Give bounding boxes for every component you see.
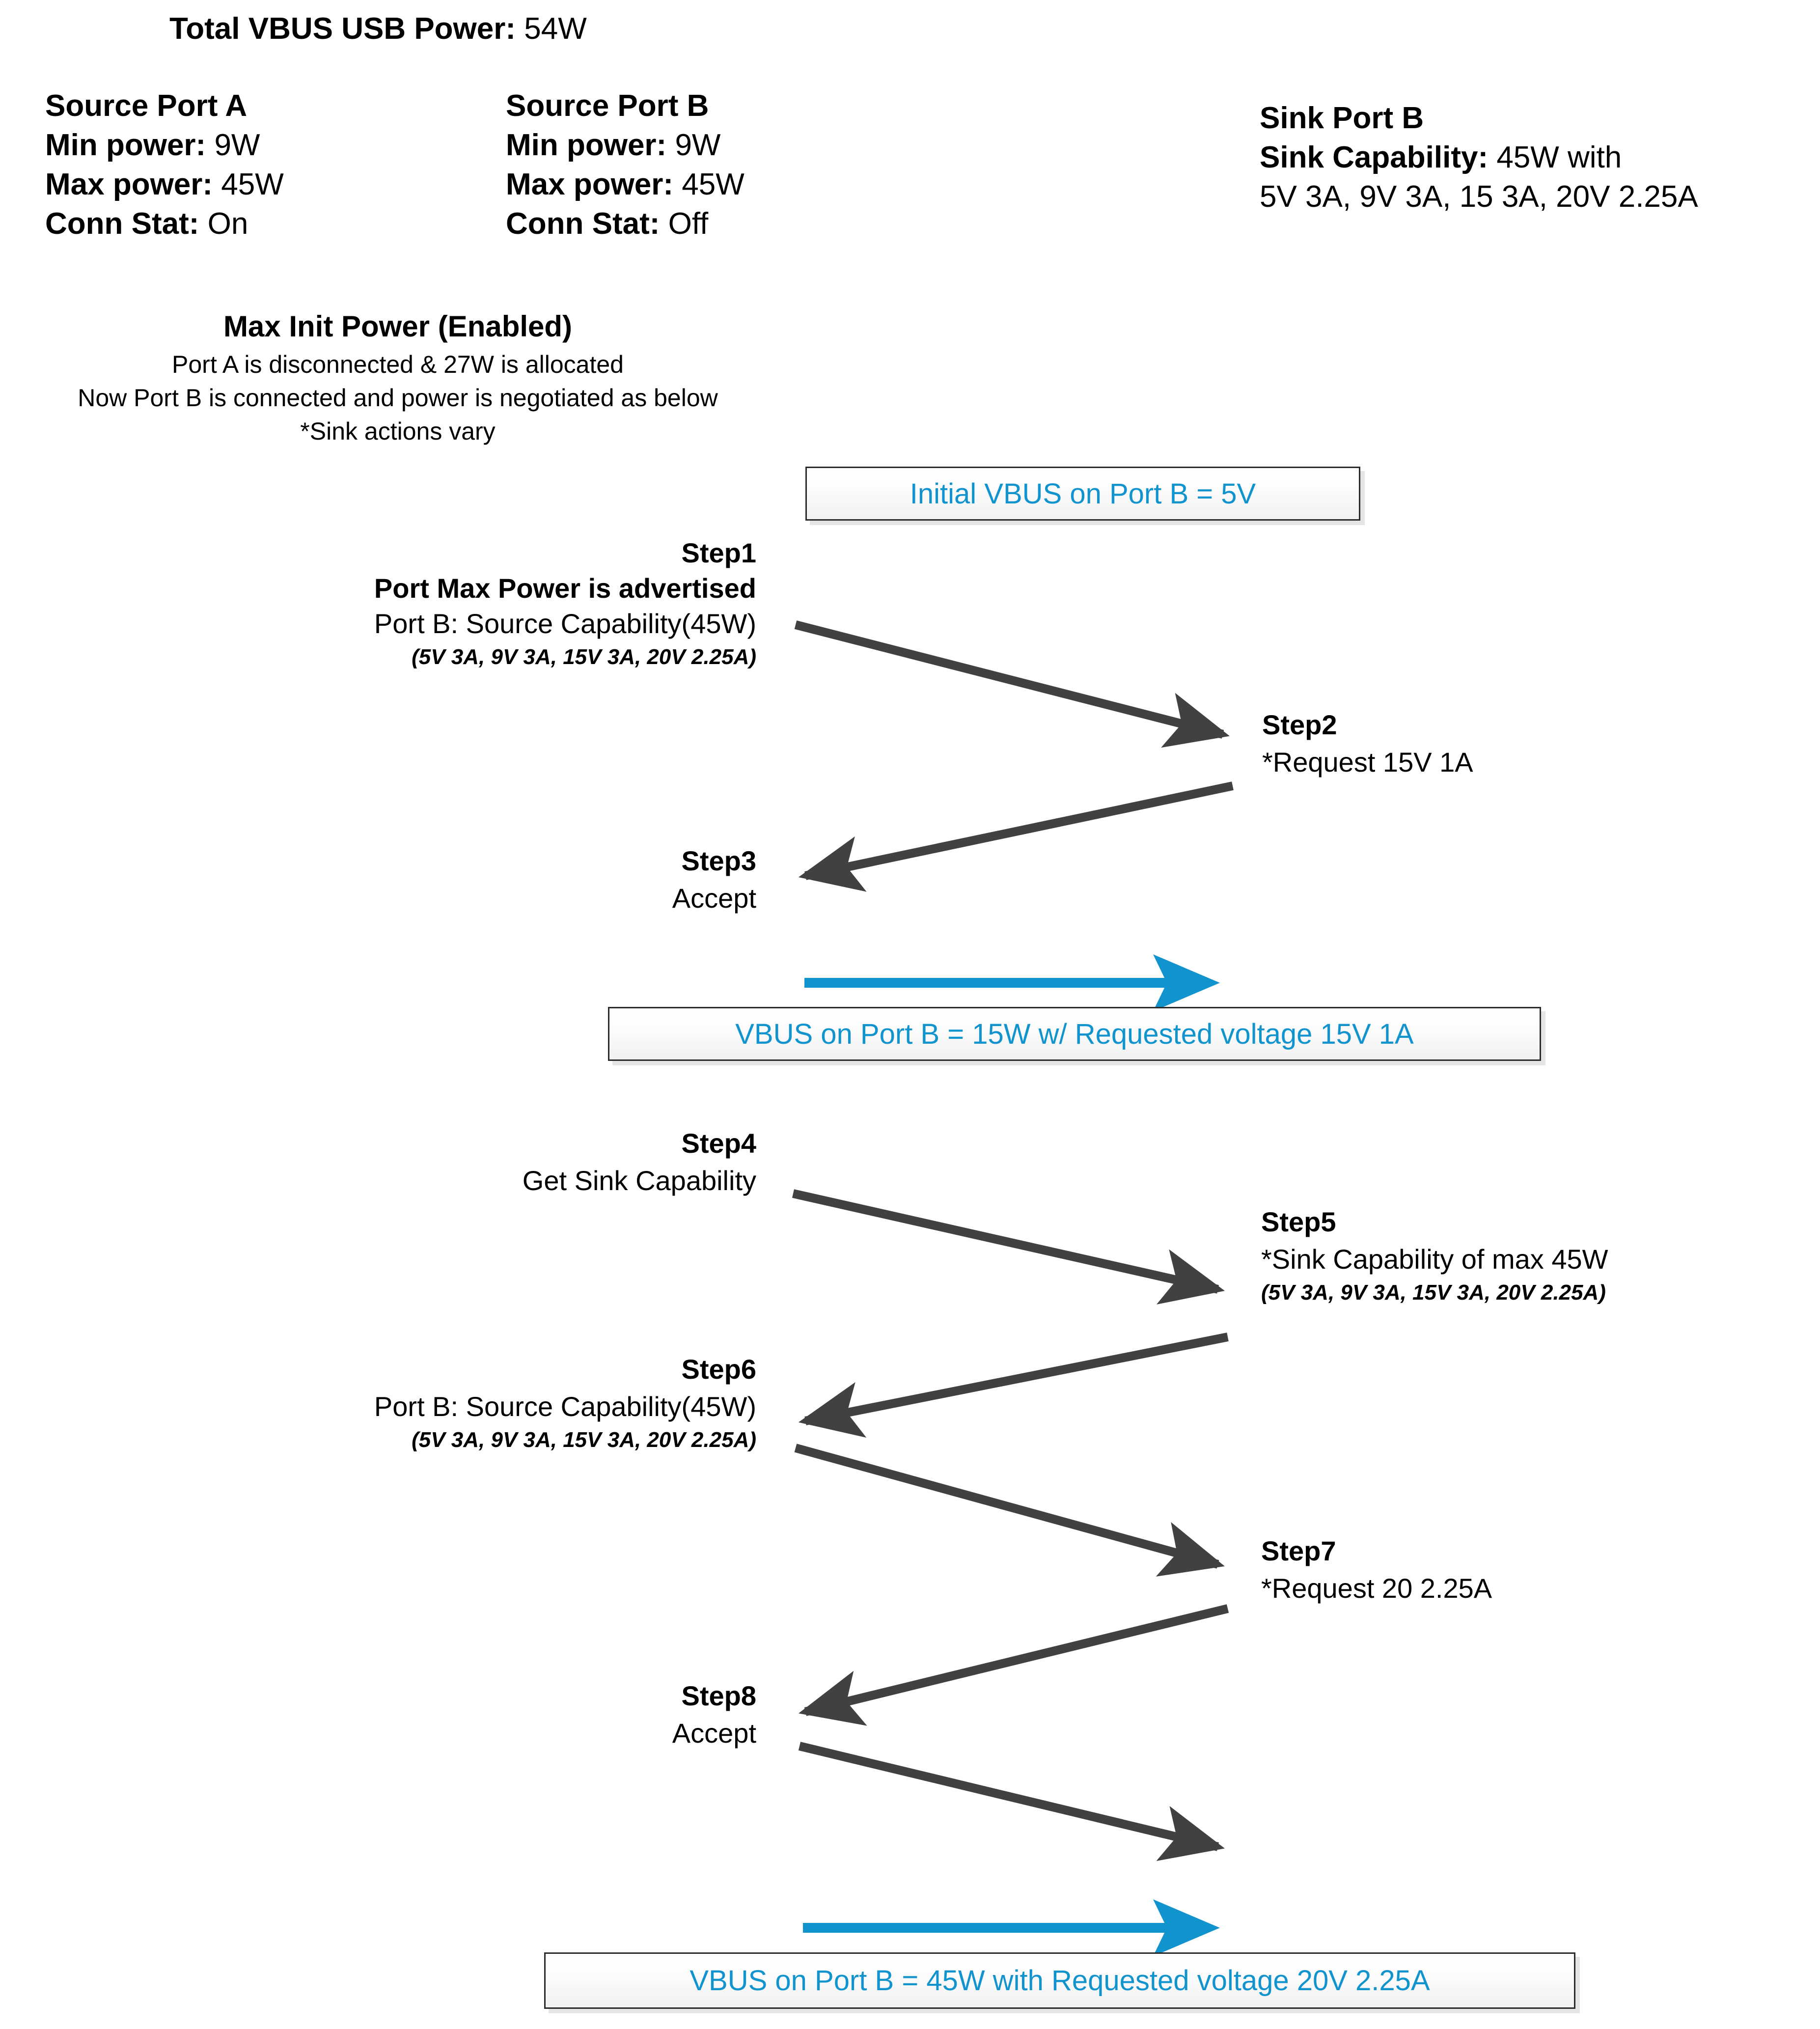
callout-vbus-15w-text: VBUS on Port B = 15W w/ Requested voltag…	[735, 1018, 1414, 1050]
step8-line-1: Accept	[672, 1718, 756, 1749]
step2-number: Step2	[1262, 709, 1337, 740]
callout-vbus-45w-text: VBUS on Port B = 45W with Requested volt…	[689, 1965, 1430, 1997]
source-port-b-min-value: 9W	[675, 128, 721, 162]
source-port-b-conn-value: Off	[668, 207, 709, 241]
step3-number: Step3	[681, 845, 757, 876]
source-port-a-max-value: 45W	[221, 167, 284, 201]
source-port-a-conn-label: Conn Stat:	[45, 207, 199, 241]
step5-line-2: (5V 3A, 9V 3A, 15V 3A, 20V 2.25A)	[1261, 1280, 1606, 1305]
max-init-power-line1: Port A is disconnected & 27W is allocate…	[172, 351, 624, 378]
source-port-a-block: Source Port A Min power: 9W Max power: 4…	[45, 91, 284, 239]
arrow-step4-to-step5	[792, 1189, 1225, 1305]
arrow-step2-to-step3	[798, 781, 1234, 892]
arrow-step5-to-step6	[798, 1333, 1229, 1438]
step1-line-3: (5V 3A, 9V 3A, 15V 3A, 20V 2.25A)	[412, 645, 756, 669]
step7-number: Step7	[1261, 1535, 1336, 1566]
total-power-heading: Total VBUS USB Power: 54W	[169, 14, 587, 44]
max-init-power-block: Max Init Power (Enabled) Port A is disco…	[0, 309, 796, 445]
callout-vbus-15w: VBUS on Port B = 15W w/ Requested voltag…	[608, 1007, 1541, 1061]
step8-block: Step8 Accept	[147, 1682, 756, 1747]
step2-block: Step2 *Request 15V 1A	[1262, 711, 1802, 776]
step6-number: Step6	[681, 1354, 757, 1385]
step1-number: Step1	[681, 537, 757, 568]
step6-line-1: Port B: Source Capability(45W)	[374, 1391, 756, 1422]
source-port-b-min-label: Min power:	[506, 128, 667, 162]
sink-port-b-capability-label: Sink Capability:	[1260, 140, 1489, 174]
step7-line-1: *Request 20 2.25A	[1261, 1573, 1492, 1604]
step5-block: Step5 *Sink Capability of max 45W (5V 3A…	[1261, 1208, 1816, 1304]
source-port-a-conn-value: On	[207, 207, 248, 241]
total-power-label: Total VBUS USB Power:	[169, 12, 516, 46]
source-port-b-max-row: Max power: 45W	[506, 169, 745, 200]
callout-initial-vbus: Initial VBUS on Port B = 5V	[805, 467, 1360, 521]
step4-number: Step4	[681, 1128, 757, 1159]
max-init-power-line2: Now Port B is connected and power is neg…	[78, 384, 718, 412]
source-port-b-max-label: Max power:	[506, 167, 674, 201]
source-port-a-conn-row: Conn Stat: On	[45, 209, 284, 239]
sink-port-b-block: Sink Port B Sink Capability: 45W with 5V…	[1260, 103, 1698, 212]
callout-initial-vbus-text: Initial VBUS on Port B = 5V	[910, 477, 1256, 510]
step3-line-1: Accept	[672, 883, 756, 914]
step8-number: Step8	[681, 1680, 757, 1711]
step1-line-1: Port Max Power is advertised	[374, 573, 756, 604]
callout-vbus-45w: VBUS on Port B = 45W with Requested volt…	[544, 1952, 1575, 2009]
source-port-b-min-row: Min power: 9W	[506, 130, 745, 161]
step2-line-1: *Request 15V 1A	[1262, 747, 1473, 778]
source-port-b-block: Source Port B Min power: 9W Max power: 4…	[506, 91, 745, 239]
source-port-b-conn-row: Conn Stat: Off	[506, 209, 745, 239]
source-port-a-min-row: Min power: 9W	[45, 130, 284, 161]
step4-line-1: Get Sink Capability	[522, 1165, 756, 1196]
arrow-step6-to-step7	[794, 1444, 1225, 1577]
max-init-power-line3: *Sink actions vary	[300, 417, 496, 445]
step3-block: Step3 Accept	[147, 847, 756, 912]
source-port-a-min-label: Min power:	[45, 128, 206, 162]
source-port-b-conn-label: Conn Stat:	[506, 207, 660, 241]
source-port-b-title: Source Port B	[506, 89, 709, 123]
sink-port-b-capability-value: 45W with	[1496, 140, 1622, 174]
step5-line-1: *Sink Capability of max 45W	[1261, 1244, 1608, 1275]
step6-block: Step6 Port B: Source Capability(45W) (5V…	[147, 1356, 756, 1451]
source-port-a-max-row: Max power: 45W	[45, 169, 284, 200]
total-power-value: 54W	[524, 12, 587, 46]
step4-block: Step4 Get Sink Capability	[147, 1130, 756, 1195]
step7-block: Step7 *Request 20 2.25A	[1261, 1537, 1801, 1602]
source-port-a-min-value: 9W	[214, 128, 260, 162]
source-port-b-max-value: 45W	[682, 167, 745, 201]
max-init-power-title: Max Init Power (Enabled)	[223, 310, 573, 343]
step1-line-2: Port B: Source Capability(45W)	[374, 608, 756, 639]
step6-line-2: (5V 3A, 9V 3A, 15V 3A, 20V 2.25A)	[412, 1428, 756, 1452]
arrow-step8-to-port-b	[798, 1742, 1225, 1862]
arrow-step7-to-step8	[799, 1604, 1229, 1726]
arrow-step1-to-step2	[794, 620, 1230, 748]
sink-port-b-title: Sink Port B	[1260, 101, 1424, 135]
source-port-a-title: Source Port A	[45, 89, 248, 123]
step1-block: Step1 Port Max Power is advertised Port …	[147, 539, 756, 668]
source-port-a-max-label: Max power:	[45, 167, 213, 201]
step5-number: Step5	[1261, 1206, 1336, 1237]
sink-port-b-pdo-list: 5V 3A, 9V 3A, 15 3A, 20V 2.25A	[1260, 180, 1698, 214]
sink-port-b-capability-row: Sink Capability: 45W with	[1260, 142, 1698, 173]
